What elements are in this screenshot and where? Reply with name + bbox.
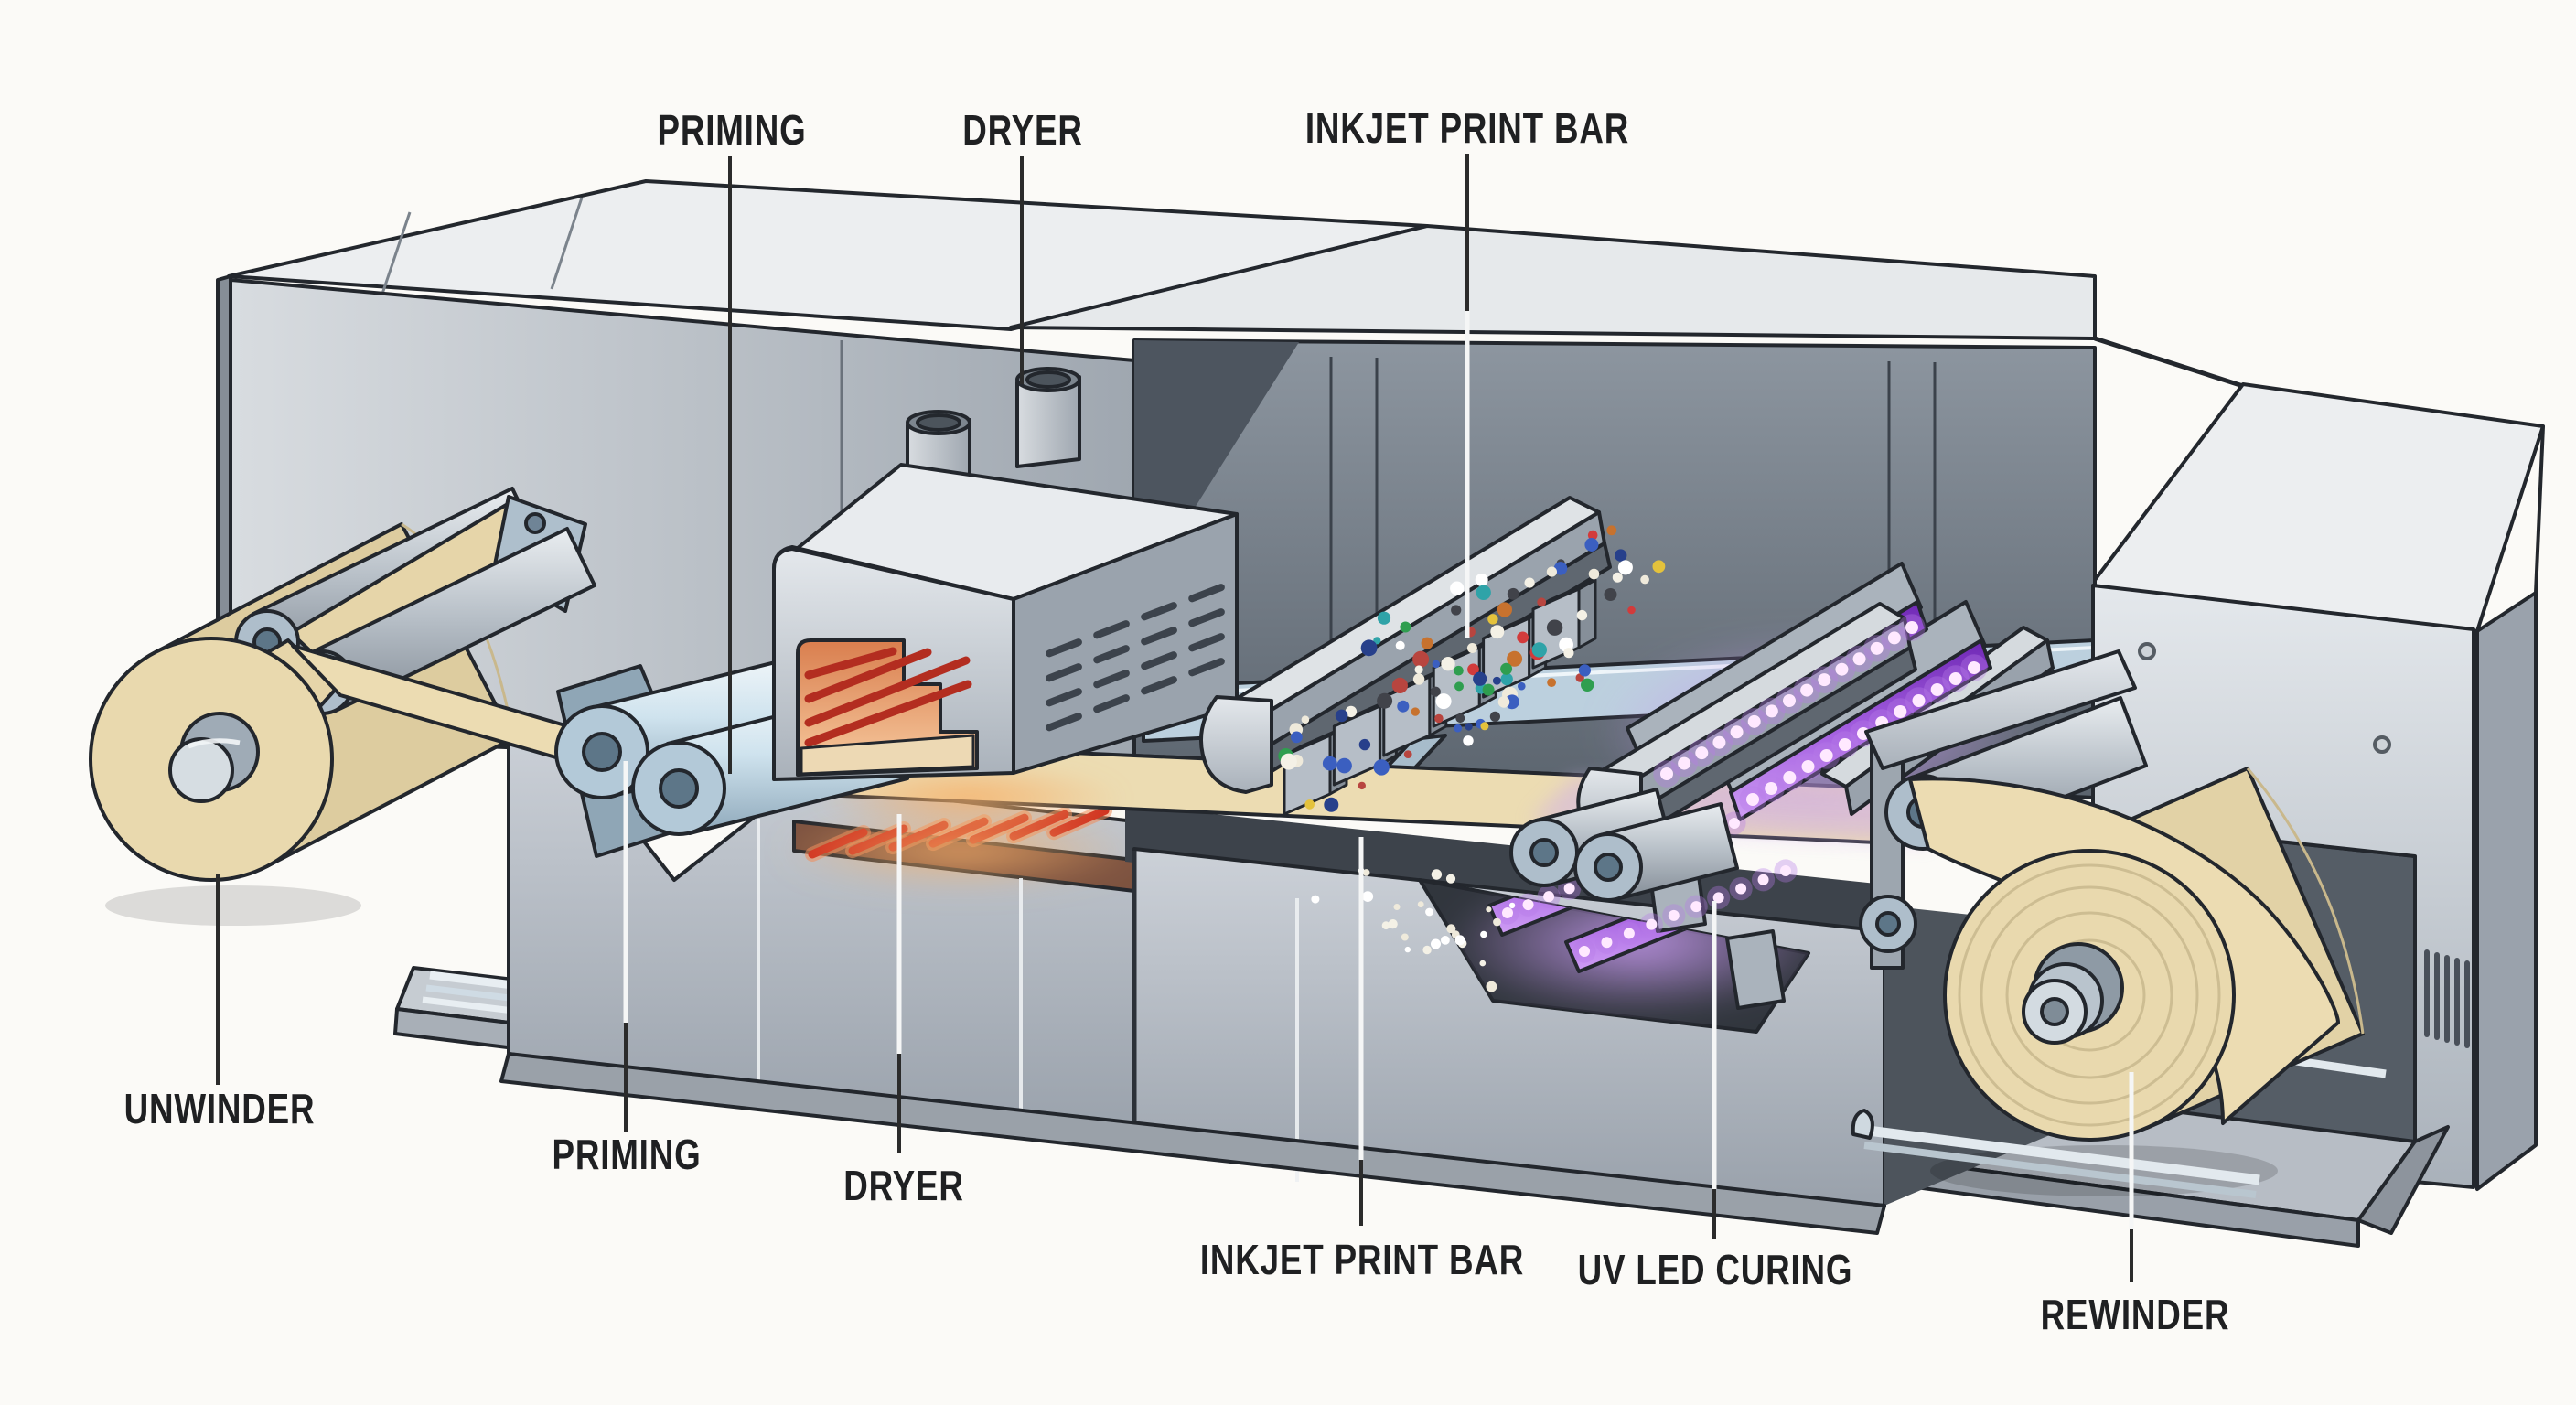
exit-beam [1864,649,2137,770]
label-rewinder: REWINDER [2040,1291,2230,1338]
leader-lines [216,154,2134,1282]
dryer-station [772,367,1239,781]
label-inkjet-bottom: INKJET PRINT BAR [1199,1236,1525,1283]
base-right-rails [1851,1109,2260,1198]
print-bar-end-cap [1198,695,1273,794]
base-right-end [2356,1125,2450,1235]
dryer-chimney-back [1015,367,1081,468]
label-priming-top: PRIMING [657,106,807,154]
screw-hole [2138,642,2156,660]
label-unwinder: UNWINDER [123,1085,316,1132]
tunnel-heater-stripes [804,647,972,747]
uv-bar-foot [1725,929,1786,1010]
base-front-lip [499,1052,1886,1235]
vent-grille [2424,949,2470,1048]
screw-hole [2373,735,2391,754]
label-dryer-top: DRYER [962,106,1083,154]
roll-face-rings [1958,863,2221,1127]
machine-top-structure [227,179,2545,1191]
label-dryer-bottom: DRYER [843,1162,964,1209]
label-inkjet-top: INKJET PRINT BAR [1304,104,1630,152]
label-uv-led-curing: UV LED CURING [1577,1246,1853,1293]
dryer-louvers [1046,584,1225,732]
bay-top-band [1009,224,2097,340]
label-priming-bottom: PRIMING [552,1131,702,1178]
rewinder-station [1851,649,2365,1198]
rail-clamp [1851,1109,1874,1140]
ink-droplets [1278,525,1666,992]
tunnel-web [800,734,975,776]
right-cabinet-side-face [2475,591,2538,1191]
